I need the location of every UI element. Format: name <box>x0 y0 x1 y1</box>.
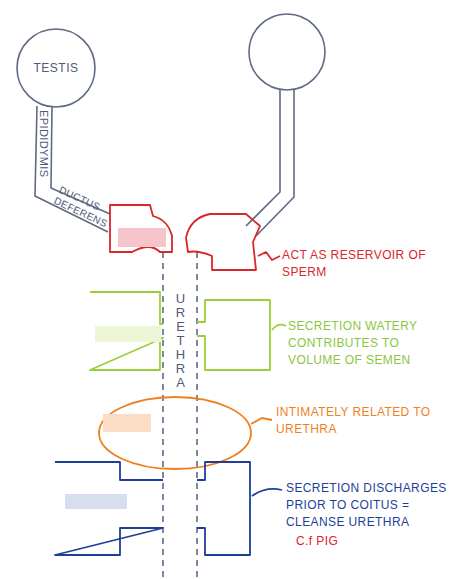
part-name: DUCTUS DEFERENS <box>52 184 118 232</box>
function-note: ACT AS RESERVOIR OF SPERM <box>282 247 470 281</box>
right-duct <box>246 89 280 226</box>
right-duct <box>256 89 294 236</box>
seminal-vesicle <box>186 214 260 270</box>
comparison-note: C.f PIG <box>296 533 416 550</box>
bulbourethral-gland <box>55 462 163 555</box>
urethra-wall <box>162 252 164 579</box>
organ-name: TESTIS <box>33 61 78 75</box>
hidden-label <box>103 414 151 432</box>
testis-outline <box>17 29 95 107</box>
ampulla <box>110 205 172 252</box>
urethra-wall <box>196 252 198 579</box>
leader-line <box>258 252 280 260</box>
seminal-gland <box>90 292 163 370</box>
function-note: INTIMATELY RELATED TO URETHRA <box>276 404 436 438</box>
seminal-gland <box>197 300 270 370</box>
prostate <box>99 397 251 469</box>
bulbourethral-gland <box>197 462 250 555</box>
hidden-label <box>95 326 161 342</box>
leader-line <box>272 325 286 330</box>
right-testis <box>249 14 325 90</box>
part-name: EPIDIDYMIS <box>37 110 50 200</box>
function-note: SECRETION DISCHARGES PRIOR TO COITUS = C… <box>286 480 466 531</box>
leader-line <box>251 418 272 424</box>
function-note: SECRETION WATERY CONTRIBUTES TO VOLUME O… <box>288 318 448 369</box>
hidden-label <box>118 228 166 247</box>
testis-circle: TESTIS <box>16 28 96 108</box>
leader-line <box>252 489 282 496</box>
part-name: URETHRA <box>174 292 187 390</box>
hidden-label <box>65 494 127 509</box>
